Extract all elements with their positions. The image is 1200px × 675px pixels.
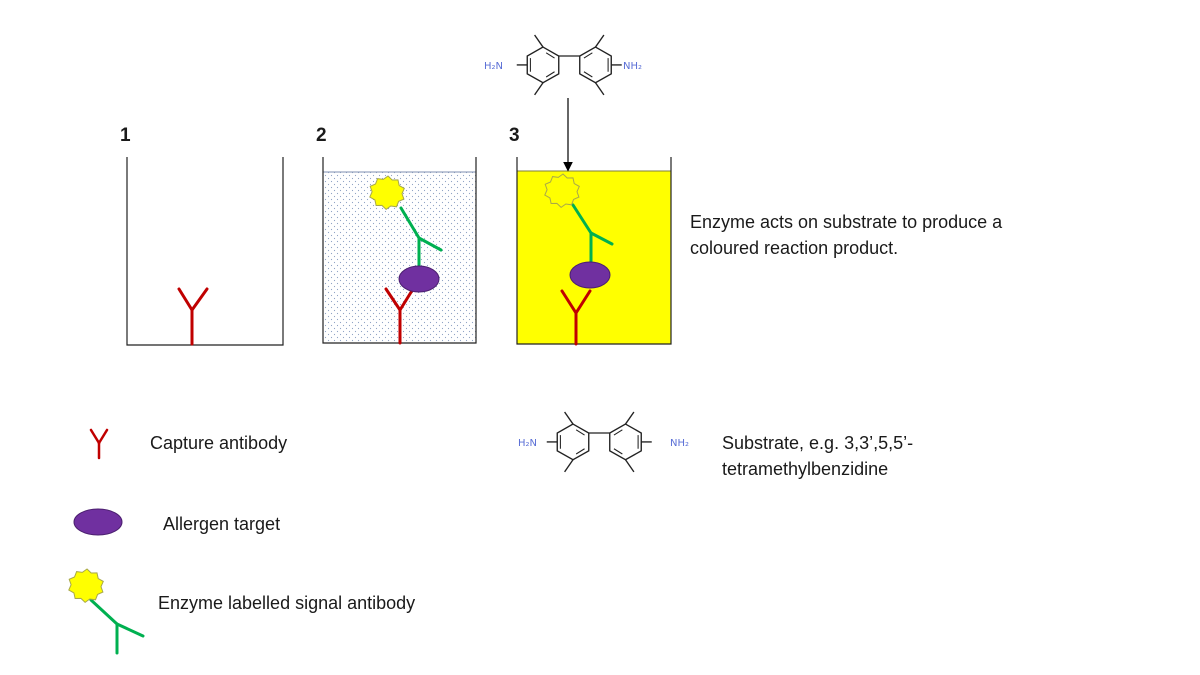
step-number-1: 1 (120, 125, 131, 146)
legend-allergen-symbol (73, 508, 123, 536)
step-number-2: 2 (316, 125, 327, 146)
coloured-reaction-product (517, 171, 671, 344)
substrate-molecule-top (516, 34, 623, 96)
capture-antibody-well-2 (384, 287, 415, 345)
description-line-1: Enzyme acts on substrate to produce a (690, 212, 1003, 232)
legend-substrate-label-line-2: tetramethylbenzidine (722, 459, 888, 479)
well-2 (322, 157, 477, 345)
step-number-3: 3 (509, 125, 520, 146)
legend-substrate-molecule (546, 411, 653, 473)
enzyme-well-2 (369, 175, 405, 211)
enzyme-well-3 (544, 173, 580, 209)
molecule-legend-nh2-label: NH₂ (670, 438, 689, 449)
legend-allergen-label: Allergen target (163, 514, 280, 534)
allergen-target-well-3 (569, 261, 611, 289)
well-1 (126, 157, 284, 346)
legend-capture-label: Capture antibody (150, 433, 287, 453)
signal-antibody-well-3 (571, 203, 614, 267)
legend-enzyme-symbol (68, 568, 104, 604)
legend-signal-antibody-symbol (68, 568, 145, 655)
legend-substrate-label-line-1: Substrate, e.g. 3,3’,5,5’- (722, 433, 913, 453)
capture-antibody-well-1 (177, 287, 209, 346)
molecule-top-h2n-label: H₂N (484, 61, 503, 72)
description-line-2: coloured reaction product. (690, 238, 898, 258)
legend-signal-label: Enzyme labelled signal antibody (158, 593, 415, 613)
allergen-target-well-2 (398, 265, 440, 293)
molecule-top-nh2-label: NH₂ (623, 61, 642, 72)
capture-antibody-well-3 (560, 289, 592, 346)
molecule-legend-h2n-label: H₂N (518, 438, 537, 449)
legend-capture-antibody-symbol (89, 428, 109, 460)
well-3 (516, 157, 672, 346)
